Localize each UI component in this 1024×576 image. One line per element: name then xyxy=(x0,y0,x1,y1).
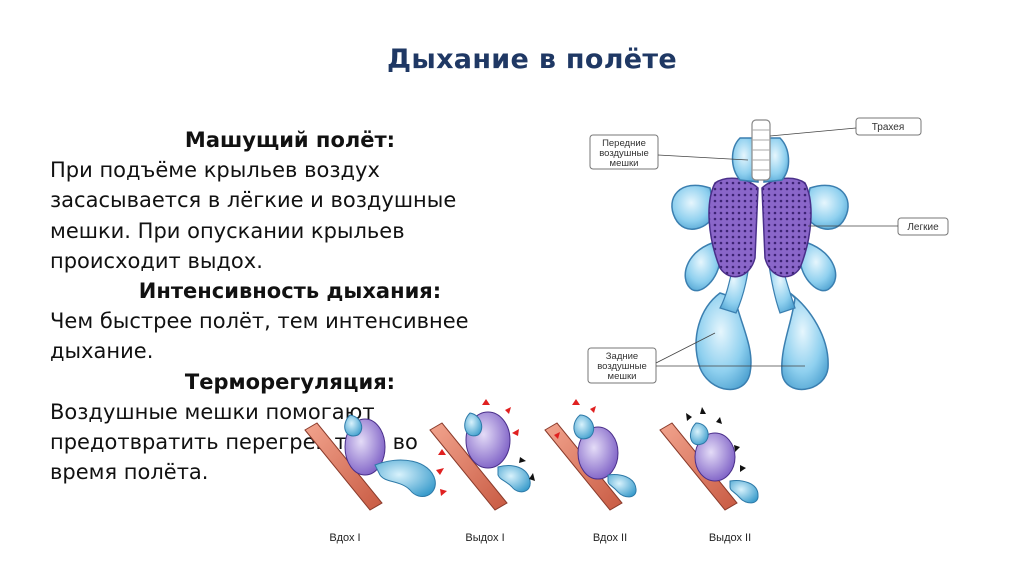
label-rear-sacs-1: Задние xyxy=(606,351,638,362)
label-rear-sacs-3: мешки xyxy=(608,371,637,382)
rear-air-sac-right xyxy=(781,292,829,390)
caption-exhale-2: Выдох II xyxy=(709,532,751,544)
label-lungs: Легкие xyxy=(907,222,939,233)
slide-title: Дыхание в полёте xyxy=(387,44,677,75)
section-body-intensity: Чем быстрее полёт, тем интенсивнее дыхан… xyxy=(50,309,469,364)
section-heading-thermoregulation: Терморегуляция: xyxy=(184,369,396,394)
caption-inhale-1: Вдох I xyxy=(329,532,360,544)
caption-inhale-2: Вдох II xyxy=(593,532,627,544)
label-front-sacs-3: мешки xyxy=(610,158,639,169)
phase-exhale-2 xyxy=(659,407,759,511)
label-trachea: Трахея xyxy=(872,122,905,133)
air-sac-anatomy-diagram: Передние воздушные мешки Трахея Легкие З… xyxy=(587,117,949,390)
label-front-sacs-1: Передние xyxy=(602,138,646,149)
label-front-sacs-2: воздушные xyxy=(599,148,649,159)
phase-exhale-1 xyxy=(429,399,535,511)
caption-exhale-1: Выдох I xyxy=(465,532,504,544)
phase-inhale-2 xyxy=(544,399,637,511)
phase-inhale-1 xyxy=(304,414,447,511)
breathing-phases-diagram: Вдох I Выдох I Вдох II Выдох II xyxy=(304,399,759,544)
section-body-flapping: При подъёме крыльев воздух засасывается … xyxy=(50,158,457,273)
section-heading-intensity: Интенсивность дыхания: xyxy=(138,279,442,304)
rear-air-sac-left xyxy=(695,292,752,390)
label-rear-sacs-2: воздушные xyxy=(597,361,647,372)
section-heading-flapping: Машущий полёт: xyxy=(184,128,396,152)
